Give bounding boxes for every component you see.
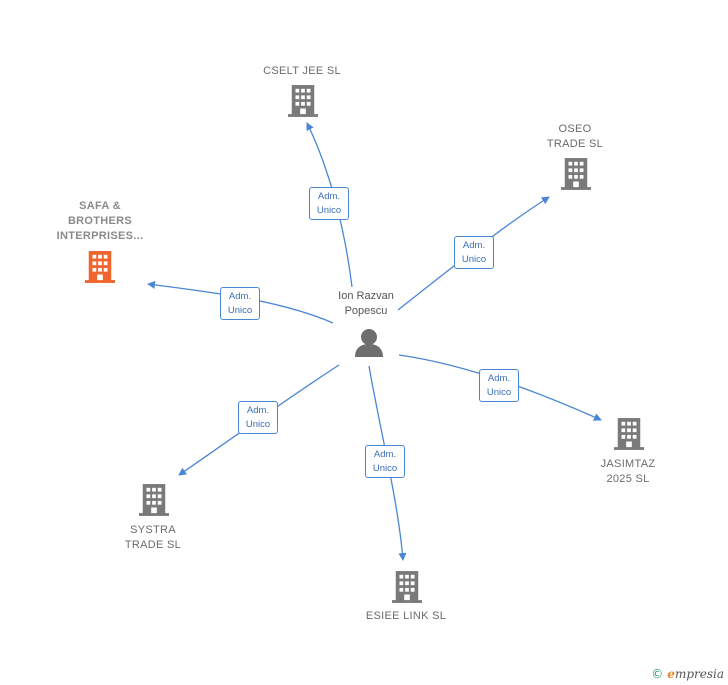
company-label-esiee[interactable]: ESIEE LINK SL bbox=[365, 610, 447, 622]
edge-label-esiee: Adm. Unico bbox=[365, 445, 405, 478]
edge-label-role: Adm. bbox=[373, 449, 397, 460]
building-icon[interactable] bbox=[561, 158, 591, 190]
edge-label-type: Unico bbox=[227, 305, 253, 316]
company-label-jasimtaz[interactable]: JASIMTAZ 2025 SL bbox=[600, 458, 656, 485]
company-label-systra[interactable]: SYSTRA TRADE SL bbox=[124, 524, 182, 551]
brand-logo-e: e bbox=[667, 667, 675, 681]
brand-logo-text: mpresia bbox=[674, 667, 724, 681]
edge-label-type: Unico bbox=[372, 463, 398, 474]
edge-label-role: Adm. bbox=[487, 373, 511, 384]
building-icon[interactable] bbox=[139, 484, 169, 516]
edge-label-role: Adm. bbox=[246, 405, 270, 416]
building-icon[interactable] bbox=[288, 85, 318, 117]
copyright-icon: © bbox=[651, 667, 664, 681]
edge-label-role: Adm. bbox=[462, 240, 486, 251]
person-name[interactable]: Ion Razvan Popescu bbox=[338, 289, 394, 319]
edge-label-type: Unico bbox=[245, 419, 271, 430]
edge-label-jasimtaz: Adm. Unico bbox=[479, 369, 519, 402]
person-icon[interactable] bbox=[355, 329, 383, 357]
person-name-line2: Popescu bbox=[344, 305, 388, 317]
person-name-line1: Ion Razvan bbox=[338, 290, 394, 302]
edge-label-role: Adm. bbox=[317, 191, 341, 202]
edge-label-type: Unico bbox=[461, 254, 487, 265]
edge-label-oseo: Adm. Unico bbox=[454, 236, 494, 269]
edge-label-type: Unico bbox=[486, 387, 512, 398]
edge-label-safa: Adm. Unico bbox=[220, 287, 260, 320]
company-label-oseo[interactable]: OSEO TRADE SL bbox=[546, 123, 604, 150]
edge-label-cselt: Adm. Unico bbox=[309, 187, 349, 220]
edge-label-type: Unico bbox=[316, 205, 342, 216]
edge-label-role: Adm. bbox=[228, 291, 252, 302]
building-icon[interactable] bbox=[614, 418, 644, 450]
building-icon[interactable] bbox=[85, 251, 115, 283]
edge-label-systra: Adm. Unico bbox=[238, 401, 278, 434]
company-label-safa[interactable]: SAFA & BROTHERS INTERPRISES... bbox=[56, 200, 144, 242]
building-icon[interactable] bbox=[392, 571, 422, 603]
brand-logo: ©empresia bbox=[651, 667, 724, 681]
company-label-cselt[interactable]: CSELT JEE SL bbox=[263, 65, 341, 77]
